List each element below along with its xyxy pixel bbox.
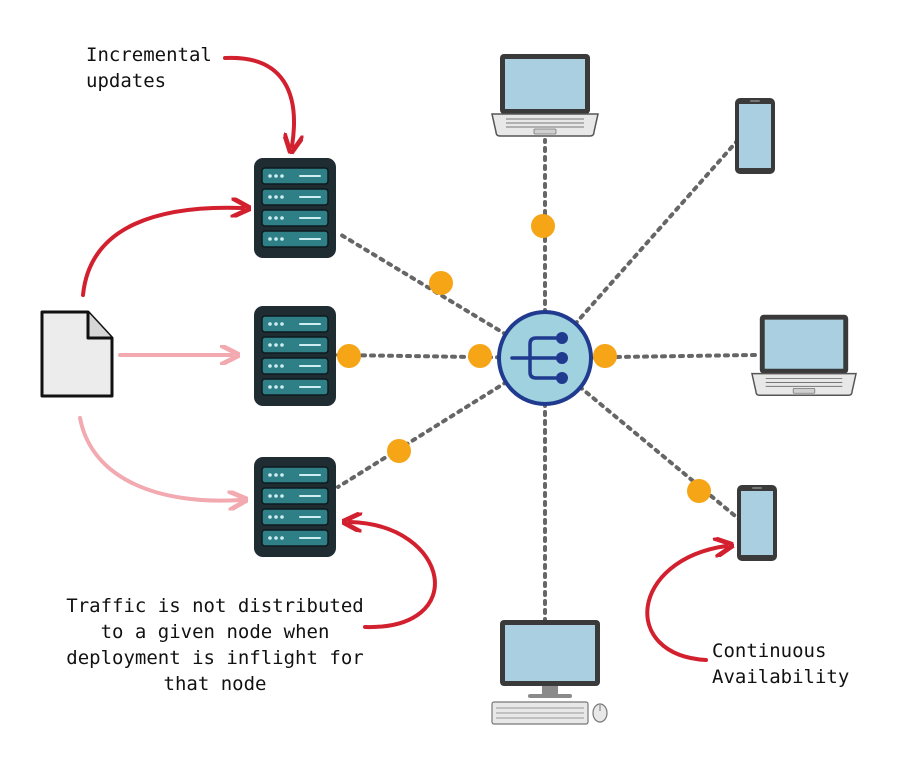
availability-arrow — [645, 546, 726, 662]
desktop-icon — [491, 619, 608, 725]
connection-line-phone-top — [543, 138, 740, 360]
label-line: updates — [86, 70, 167, 92]
traffic-note-label: Traffic is not distributed to a given no… — [60, 593, 370, 697]
deploy-arrow-bottom — [78, 416, 240, 501]
server-icon — [253, 456, 337, 558]
deploy-arrow-top — [81, 208, 243, 297]
traffic-dot — [337, 344, 361, 368]
traffic-dot — [468, 344, 492, 368]
continuous-availability-label: Continuous Availability — [712, 638, 849, 690]
server-icon — [253, 305, 337, 407]
traffic-dot — [429, 271, 453, 295]
traffic-dot — [687, 479, 711, 503]
traffic-dot — [531, 214, 555, 238]
traffic-dot — [387, 439, 411, 463]
label-line: Availability — [712, 666, 850, 688]
incremental-arrow — [223, 55, 294, 146]
traffic-arrow — [350, 522, 437, 630]
load-balancer-icon — [497, 310, 593, 406]
label-line: to a given node when — [100, 621, 330, 643]
label-line: Continuous — [712, 640, 827, 662]
label-line: Traffic is not distributed — [66, 595, 364, 617]
label-line: Incremental — [86, 44, 212, 66]
incremental-updates-label: Incremental updates — [86, 42, 212, 94]
label-line: that node — [163, 673, 267, 695]
laptop-icon — [491, 53, 599, 137]
server-icon — [253, 157, 337, 259]
traffic-dot — [593, 344, 617, 368]
phone-icon — [735, 98, 775, 174]
phone-icon — [737, 485, 777, 561]
laptop-icon — [751, 313, 857, 397]
label-line: deployment is inflight for — [66, 647, 364, 669]
document-icon — [40, 310, 114, 398]
